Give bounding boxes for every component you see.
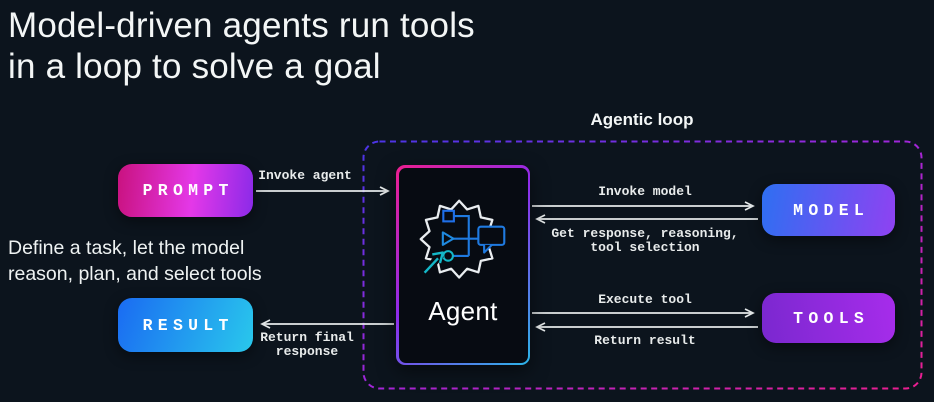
circuit-lines — [452, 214, 479, 257]
model-node: MODEL — [762, 184, 895, 236]
invoke-agent-label: Invoke agent — [258, 168, 352, 183]
task-description-line2: reason, plan, and select tools — [8, 263, 262, 286]
return-final-label-line1: Return final — [260, 330, 354, 345]
task-description: Define a task, let the model reason, pla… — [8, 235, 262, 288]
return-final-label: Return final response — [260, 330, 354, 360]
cursor-arrow-icon — [423, 250, 445, 274]
agent-node-label: Agent — [428, 295, 498, 326]
zigzag-ring — [419, 199, 499, 279]
get-response-label-line2: tool selection — [590, 240, 700, 256]
agent-node: Agent — [396, 165, 530, 365]
slide-title: Model-driven agents run tools in a loop … — [8, 6, 475, 87]
circle-node — [442, 249, 454, 262]
invoke-model-label: Invoke model — [598, 184, 692, 199]
return-final-label-line2: response — [275, 344, 339, 360]
get-response-label: Get response, reasoning, tool selection — [551, 226, 739, 256]
square-node — [442, 209, 455, 222]
agentic-loop-boundary — [362, 140, 923, 390]
task-description-line1: Define a task, let the model — [8, 237, 245, 259]
tools-node: TOOLS — [762, 293, 895, 343]
agentic-loop-label: Agentic loop — [590, 110, 694, 129]
prompt-node: PROMPT — [118, 164, 253, 217]
slide-title-line1: Model-driven agents run tools — [8, 6, 475, 45]
chat-bubble-icon — [477, 225, 506, 254]
execute-tool-label: Execute tool — [598, 292, 692, 307]
agent-brain-icon — [419, 199, 506, 279]
get-response-label-line1: Get response, reasoning, — [551, 226, 739, 241]
slide-title-line2: in a loop to solve a goal — [8, 46, 381, 86]
return-result-label: Return result — [594, 333, 696, 348]
triangle-node — [441, 230, 455, 246]
result-node: RESULT — [118, 298, 253, 352]
agent-node-body: Agent — [398, 167, 528, 363]
